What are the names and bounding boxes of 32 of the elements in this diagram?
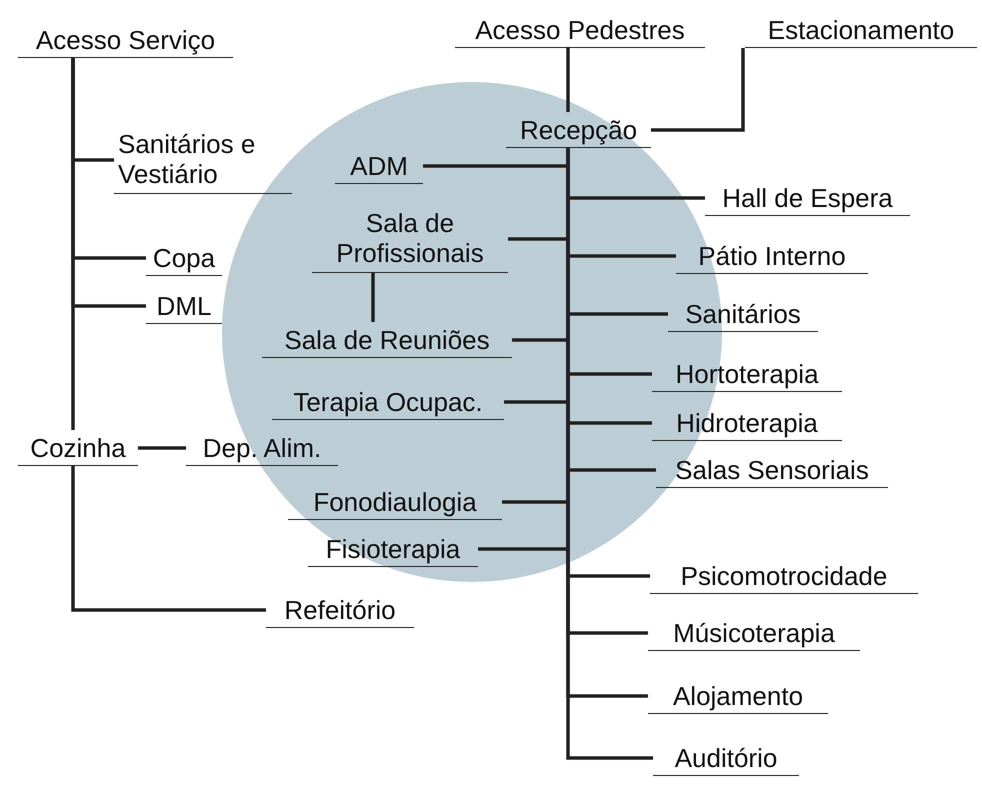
room-label: Acesso Serviço [18, 22, 233, 58]
room-label: DML [146, 288, 222, 324]
room-label: Acesso Pedestres [455, 12, 705, 48]
room-label: Fonodiaulogia [288, 484, 502, 520]
room-label: Salas Sensoriais [656, 452, 888, 488]
connector-line [566, 48, 570, 112]
room-label: Refeitório [266, 592, 414, 628]
room-label: Auditório [653, 740, 799, 776]
connector-line [71, 466, 266, 612]
room-label: Recepção [506, 112, 651, 148]
room-label: Sanitários e Vestiário [114, 126, 292, 194]
room-label: ADM [335, 148, 423, 184]
room-label: Músicoterapia [648, 615, 860, 651]
connector-line [138, 446, 186, 450]
room-label: Copa [146, 240, 222, 276]
room-label: Terapia Ocupac. [272, 384, 504, 420]
room-label: Alojamento [648, 678, 828, 714]
room-label: Sanitários [668, 296, 818, 332]
room-label: Dep. Alim. [186, 430, 338, 466]
room-label: Hall de Espera [705, 180, 910, 216]
room-label: Sala de Profissionais [312, 205, 508, 273]
room-label: Hortoterapia [652, 356, 842, 392]
room-label: Psicomotrocidade [650, 558, 918, 594]
room-label: Fisioterapia [308, 531, 478, 567]
connector-line [371, 273, 375, 322]
connector-line [651, 48, 745, 132]
room-label: Cozinha [18, 430, 138, 466]
room-label: Pátio Interno [676, 238, 868, 274]
connector-line [71, 58, 75, 430]
room-label: Hidroterapia [652, 405, 842, 441]
room-label: Sala de Reuniões [262, 322, 512, 358]
room-label: Estacionamento [745, 12, 977, 48]
